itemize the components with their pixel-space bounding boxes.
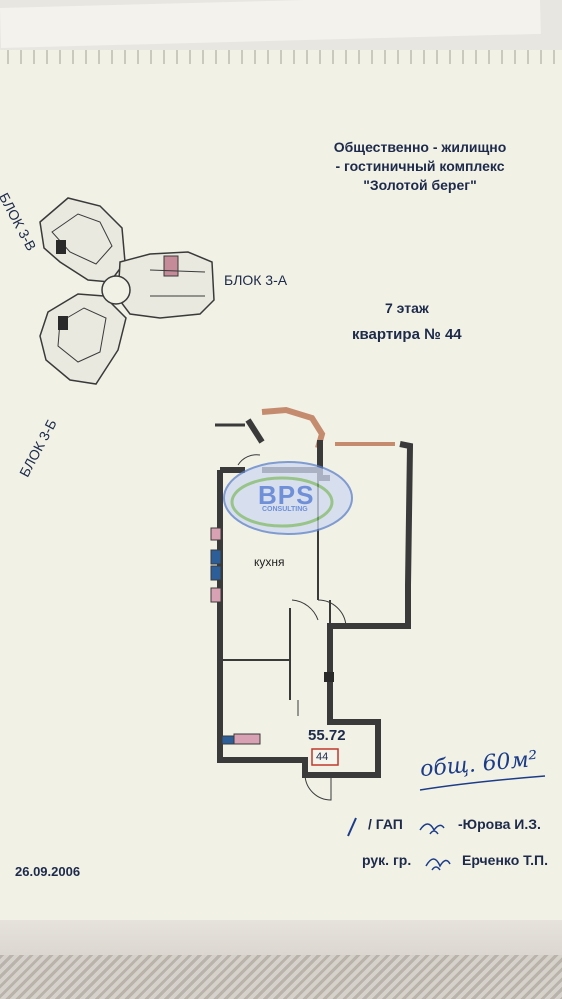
title-line-2: - гостиничный комплекс: [335, 158, 505, 174]
ruk-prefix: рук. гр.: [362, 852, 412, 868]
title-line-1: Общественно - жилищно: [333, 139, 507, 155]
apartment-area: 55.72: [308, 727, 346, 744]
watermark-sub: CONSULTING: [262, 506, 308, 513]
unit-number-box: [311, 748, 339, 766]
apartment-label: квартира № 44: [352, 326, 462, 343]
floor-label: 7 этаж: [385, 300, 429, 316]
gap-prefix: / ГАП: [368, 816, 403, 832]
gap-name: -Юрова И.З.: [458, 816, 541, 832]
perforated-edge: [0, 50, 562, 64]
bps-watermark: [223, 461, 353, 535]
title-line-3: "Золотой берег": [363, 177, 477, 193]
date: 26.09.2006: [15, 864, 81, 879]
room-label-kitchen: кухня: [254, 555, 285, 569]
block-3a-label: БЛОК 3-А: [224, 272, 288, 288]
watermark-logo: BPS: [258, 480, 315, 510]
gap-signature: [419, 823, 445, 835]
fabric-background: [0, 955, 562, 999]
unit-number: 44: [316, 751, 329, 763]
ruk-name: Ерченко Т.П.: [462, 852, 548, 868]
key-plan: [39, 197, 215, 385]
ruk-signature: [425, 858, 451, 871]
complex-title: Общественно - жилищно - гостиничный комп…: [290, 138, 550, 195]
